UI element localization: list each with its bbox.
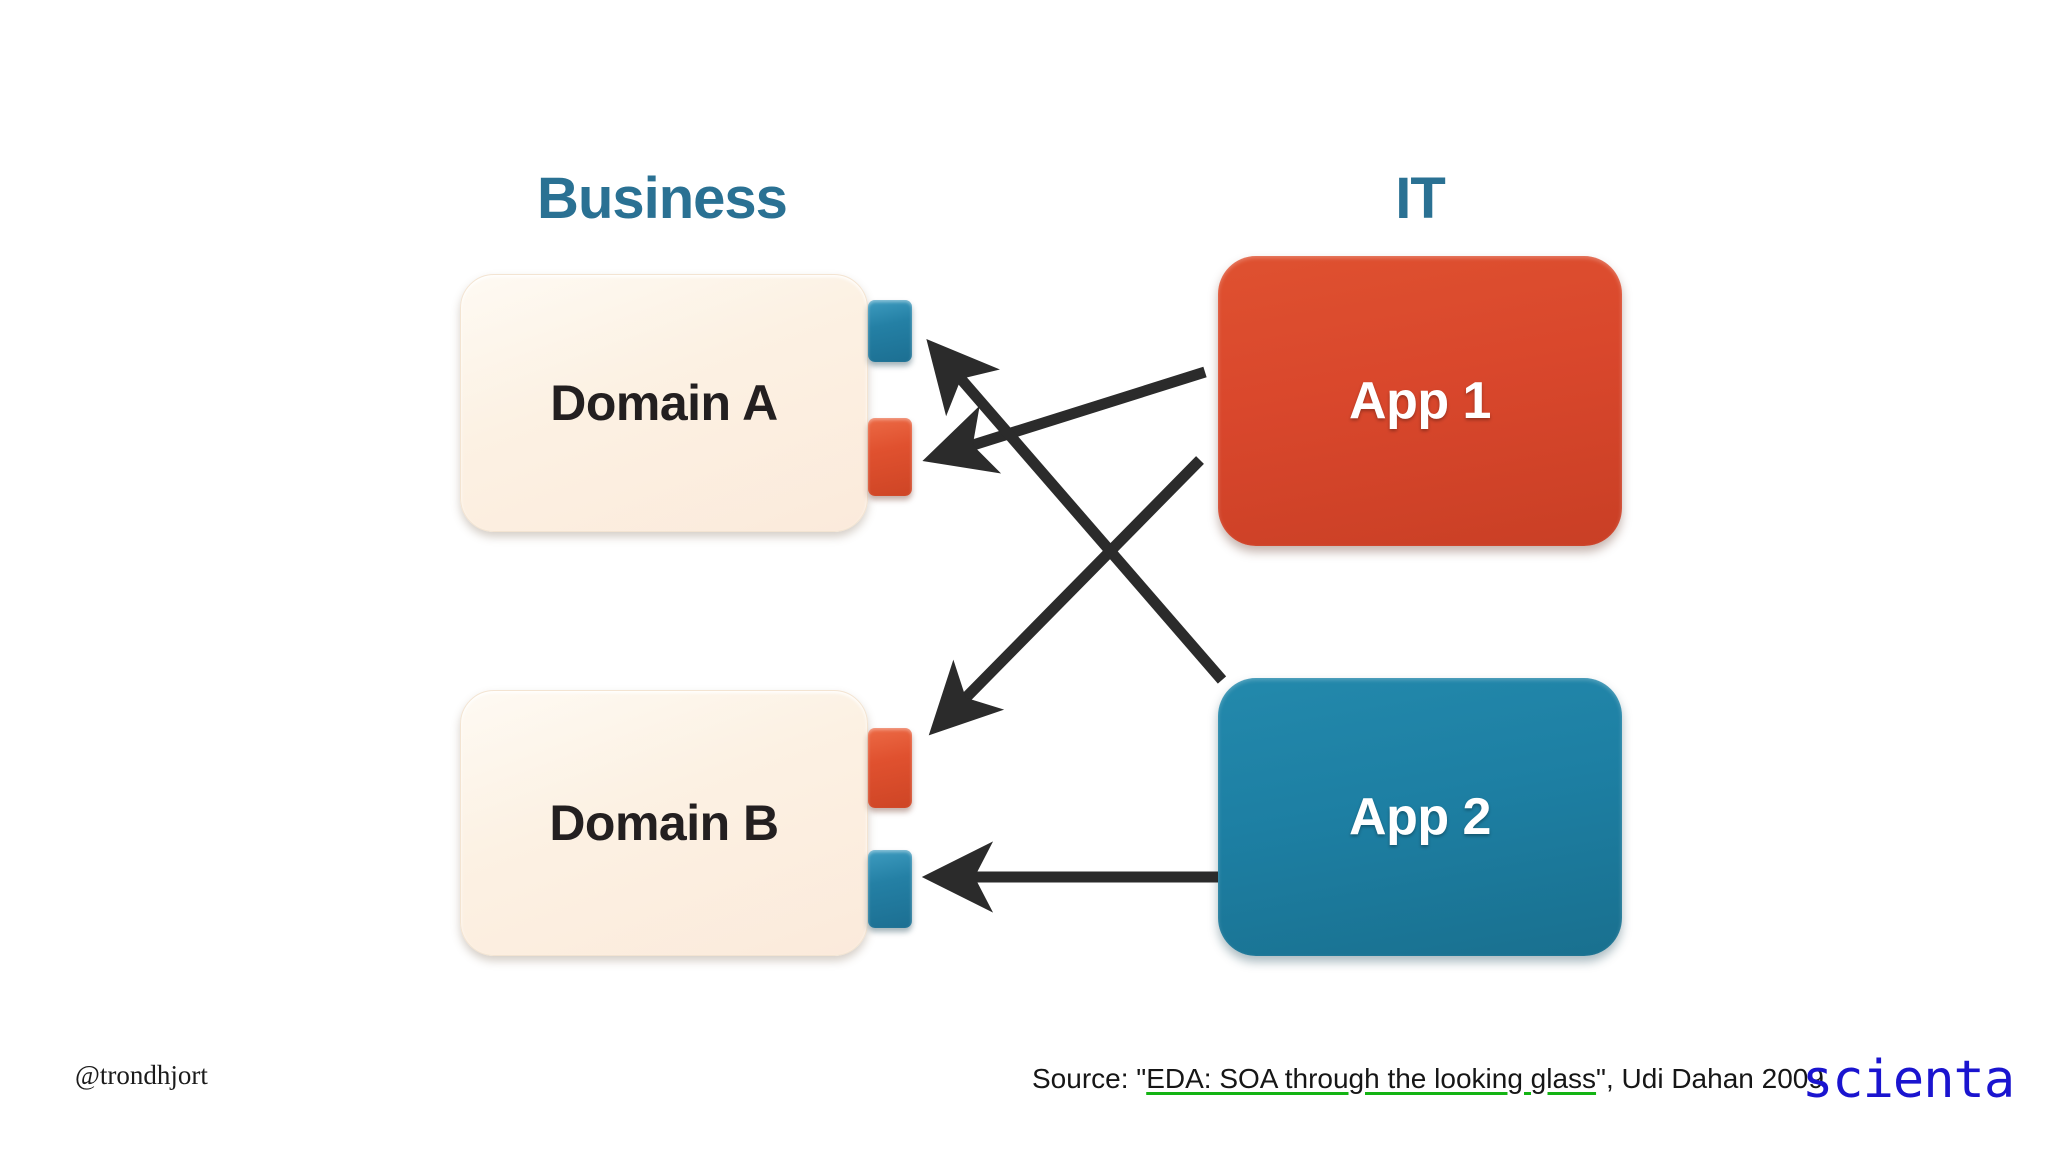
column-heading-business: Business (537, 166, 788, 231)
connection-app1-to-domain-a-red (922, 366, 1207, 474)
domain-a-box[interactable]: Domain A (460, 274, 868, 532)
source-link[interactable]: EDA: SOA through the looking glass (1146, 1063, 1597, 1094)
domain-b-box[interactable]: Domain B (460, 690, 868, 956)
domain-a-red-interface-tab[interactable] (868, 418, 912, 496)
connection-app2-to-domain-a-blue (926, 339, 1227, 684)
app-1-box[interactable]: App 1 (1218, 256, 1622, 546)
source-prefix-text: Source: " (1032, 1063, 1147, 1094)
domain-b-red-interface-tab[interactable] (868, 728, 912, 808)
app-2-box[interactable]: App 2 (1218, 678, 1622, 956)
column-heading-it: IT (1395, 166, 1446, 231)
scienta-logo: scienta (1802, 1050, 2015, 1110)
connection-app1-to-domain-b-red (928, 456, 1204, 736)
domain-b-blue-interface-tab[interactable] (868, 850, 912, 928)
footer-source-attribution: Source: "EDA: SOA through the looking gl… (1032, 1063, 1824, 1095)
domain-a-blue-interface-tab[interactable] (868, 300, 912, 362)
footer-twitter-handle: @trondhjort (75, 1060, 208, 1090)
source-suffix-text: ", Udi Dahan 2009 (1596, 1063, 1824, 1094)
